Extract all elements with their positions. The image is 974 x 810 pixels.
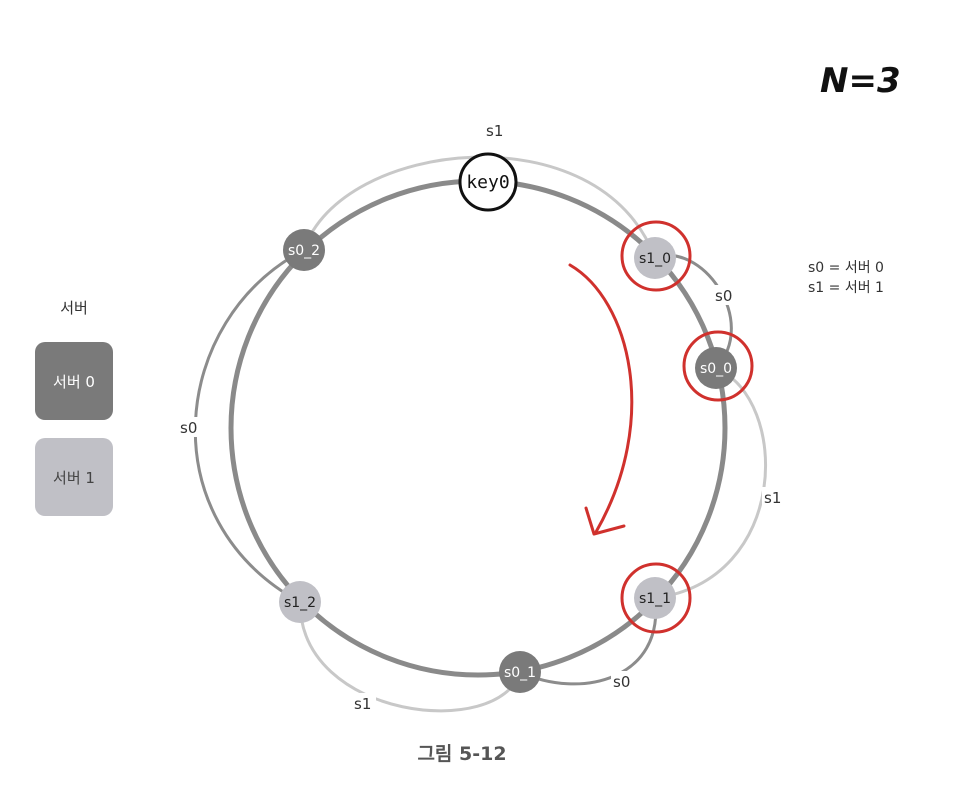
server-legend: 서버 서버 0 서버 1 xyxy=(35,299,113,516)
server-mapping: s0 = 서버 0 s1 = 서버 1 xyxy=(808,260,884,296)
legend-title: 서버 xyxy=(60,299,88,317)
clockwise-arrow-head xyxy=(584,506,626,536)
arc-s1_2-s0_2 xyxy=(193,248,305,604)
highlight-s0_0 xyxy=(682,330,754,402)
highlight-s1_1 xyxy=(620,562,692,634)
arc-label-s0_1-s1_2: s1 xyxy=(354,695,371,713)
arc-label-s0_0-s1_1: s1 xyxy=(764,489,781,507)
legend-box-server1 xyxy=(35,438,113,516)
node-label-s1_2: s1_2 xyxy=(284,595,316,611)
node-s1_1: s1_1 xyxy=(634,577,676,619)
arc-label-s1_2-s0_2: s0 xyxy=(180,419,197,437)
connection-arcs xyxy=(193,155,767,713)
arc-label-s1_1-s0_1: s0 xyxy=(613,673,630,691)
node-s1_2: s1_2 xyxy=(279,581,321,623)
node-s0_1: s0_1 xyxy=(499,651,541,693)
mapping-line-1: s0 = 서버 0 xyxy=(808,260,884,276)
replication-factor-label: N=3 xyxy=(820,61,901,101)
arc-s0_0-s1_1 xyxy=(654,366,767,600)
legend-label-server0: 서버 0 xyxy=(53,373,95,391)
clockwise-arrow-stroke xyxy=(568,263,634,534)
node-label-s0_2: s0_2 xyxy=(288,243,320,259)
legend-box-server0 xyxy=(35,342,113,420)
legend-label-server1: 서버 1 xyxy=(53,469,95,487)
node-label-s1_1: s1_1 xyxy=(639,591,671,607)
arc-label-s0_2-s1_0: s1 xyxy=(486,122,503,140)
arc-labels: s1 s0 s1 s0 s1 s0 xyxy=(178,120,786,713)
server-nodes: s0_2 s1_0 s0_0 s1_1 s0_1 s1_2 xyxy=(279,229,737,693)
node-s0_0: s0_0 xyxy=(695,347,737,389)
replica-highlights xyxy=(620,220,754,634)
node-s0_2: s0_2 xyxy=(283,229,325,271)
key-label: key0 xyxy=(466,172,509,193)
highlight-s1_0 xyxy=(620,220,692,292)
node-label-s1_0: s1_0 xyxy=(639,251,671,267)
key-node: key0 xyxy=(458,152,518,212)
arc-label-s1_0-s0_0: s0 xyxy=(715,287,732,305)
node-s1_0: s1_0 xyxy=(634,237,676,279)
clockwise-arrow xyxy=(568,263,634,536)
mapping-line-2: s1 = 서버 1 xyxy=(808,280,884,296)
node-label-s0_1: s0_1 xyxy=(504,665,536,681)
key-node-circle xyxy=(458,152,518,212)
arc-s0_1-s1_2 xyxy=(298,601,522,713)
figure-caption: 그림 5-12 xyxy=(417,743,506,765)
node-label-s0_0: s0_0 xyxy=(700,361,732,377)
